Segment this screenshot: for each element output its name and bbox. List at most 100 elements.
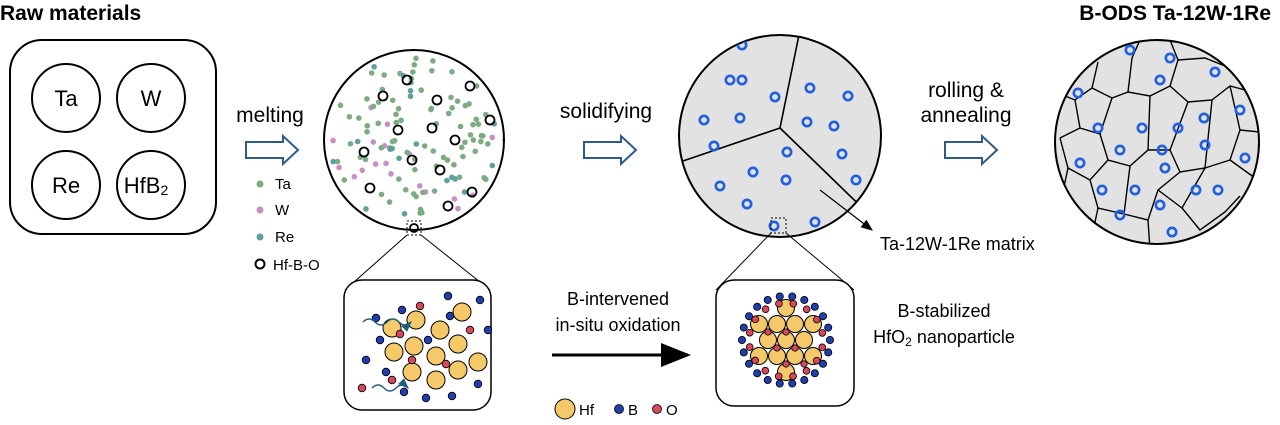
solidified-circle — [678, 34, 882, 238]
melt-atom — [410, 191, 417, 197]
solidifying-arrow — [583, 133, 638, 167]
hf-b-o-cluster — [364, 182, 376, 194]
hf-b-o-cluster — [401, 74, 413, 86]
melt-atom — [457, 123, 464, 130]
oxide-particle — [698, 114, 710, 126]
melt-atom — [478, 138, 484, 145]
oxide-particle — [842, 90, 854, 102]
hf-atom — [426, 346, 446, 366]
hf-atom — [468, 352, 488, 372]
oxide-particle — [769, 91, 781, 103]
oxide-particle — [804, 82, 816, 94]
melt-atom — [371, 64, 377, 70]
oxide-particle — [1190, 184, 1202, 196]
melt-atom — [473, 116, 480, 123]
melt-atom — [395, 105, 402, 112]
melt-atom — [368, 70, 375, 76]
melt-atom — [346, 113, 353, 120]
hf-b-o-cluster — [484, 114, 496, 126]
b-atom — [788, 292, 797, 301]
o-atom — [751, 356, 759, 365]
b-atom — [738, 335, 747, 344]
o-atom — [761, 305, 770, 313]
hf-atom — [452, 302, 472, 322]
o-atom — [415, 301, 425, 311]
melt-atom — [482, 176, 489, 183]
b-atom — [483, 325, 493, 335]
melt-atom — [386, 199, 393, 205]
b-atom — [423, 335, 433, 345]
melt-atom — [421, 143, 428, 149]
oxide-particle — [768, 220, 780, 232]
melt-atom — [430, 58, 436, 64]
b-atom — [443, 291, 453, 301]
oxide-particle — [1166, 226, 1178, 238]
melt-atom — [491, 121, 498, 127]
b-atom — [763, 376, 772, 385]
b-atom — [819, 312, 828, 321]
hf-atom — [402, 362, 422, 382]
reaction-label-1: B-intervened — [567, 289, 669, 309]
oxidation-inset — [343, 279, 493, 411]
hf-atom — [786, 315, 804, 333]
melt-atom — [412, 166, 418, 173]
melt-atom — [336, 164, 342, 171]
hf-atom — [430, 320, 450, 340]
melt-atom — [460, 153, 466, 160]
oxide-particle — [1212, 184, 1224, 196]
melt-atom — [354, 138, 361, 145]
melt-atom — [337, 102, 344, 109]
svg-text:Ta: Ta — [54, 86, 78, 111]
b-atom — [375, 335, 385, 345]
melt-atom — [378, 145, 385, 151]
melt-atom — [456, 174, 463, 180]
melt-atom — [393, 111, 399, 118]
oxide-particle — [1129, 184, 1141, 196]
nanoparticle-inset — [715, 279, 855, 407]
legend-hf: Hf — [579, 402, 595, 419]
melt-atom — [364, 96, 370, 102]
hf-atom — [768, 315, 786, 333]
melt-atom — [445, 110, 452, 117]
melt-atom — [459, 144, 465, 151]
b-atom — [739, 323, 748, 332]
b-atom — [397, 305, 407, 315]
melt-atom — [485, 141, 491, 147]
product-title: B-ODS Ta-12W-1Re — [1079, 2, 1271, 25]
hf-b-o-cluster — [358, 146, 370, 158]
step-rolling: rolling & — [928, 79, 1004, 102]
melt-atom — [449, 174, 455, 181]
melt-atom — [330, 158, 337, 165]
raw-materials-title: Raw materials — [0, 2, 141, 25]
melt-atom — [451, 196, 458, 202]
melt-atom — [462, 139, 468, 146]
step-annealing: annealing — [920, 104, 1011, 127]
melt-atom — [347, 141, 354, 147]
melt-atom — [472, 148, 479, 155]
oxide-particle — [1114, 209, 1126, 221]
hf-b-o-cluster — [431, 94, 443, 106]
o-atom — [782, 360, 790, 368]
melt-atom — [381, 72, 388, 78]
hf-b-o-cluster — [426, 122, 438, 134]
oxide-particle — [1074, 157, 1086, 169]
raw-materials-box: Ta W Re HfB2 — [9, 39, 217, 235]
o-atom — [813, 315, 821, 324]
hf-atom — [448, 360, 468, 380]
o-atom — [745, 343, 754, 351]
melt-atom — [413, 141, 420, 147]
hf-b-o-cluster — [464, 80, 476, 92]
oxide-particle — [1234, 104, 1246, 116]
particle-label-2: HfO2 nanoparticle — [873, 327, 1015, 349]
oxide-particle — [724, 74, 736, 86]
o-atom — [774, 372, 783, 381]
melt-atom — [418, 87, 425, 93]
o-atom — [441, 359, 451, 369]
melt-atom — [467, 132, 474, 138]
melt-atom — [375, 99, 382, 105]
o-atom — [802, 305, 811, 314]
melt-atom — [449, 68, 455, 75]
melt-atom — [364, 128, 370, 135]
b-atom — [824, 323, 833, 332]
